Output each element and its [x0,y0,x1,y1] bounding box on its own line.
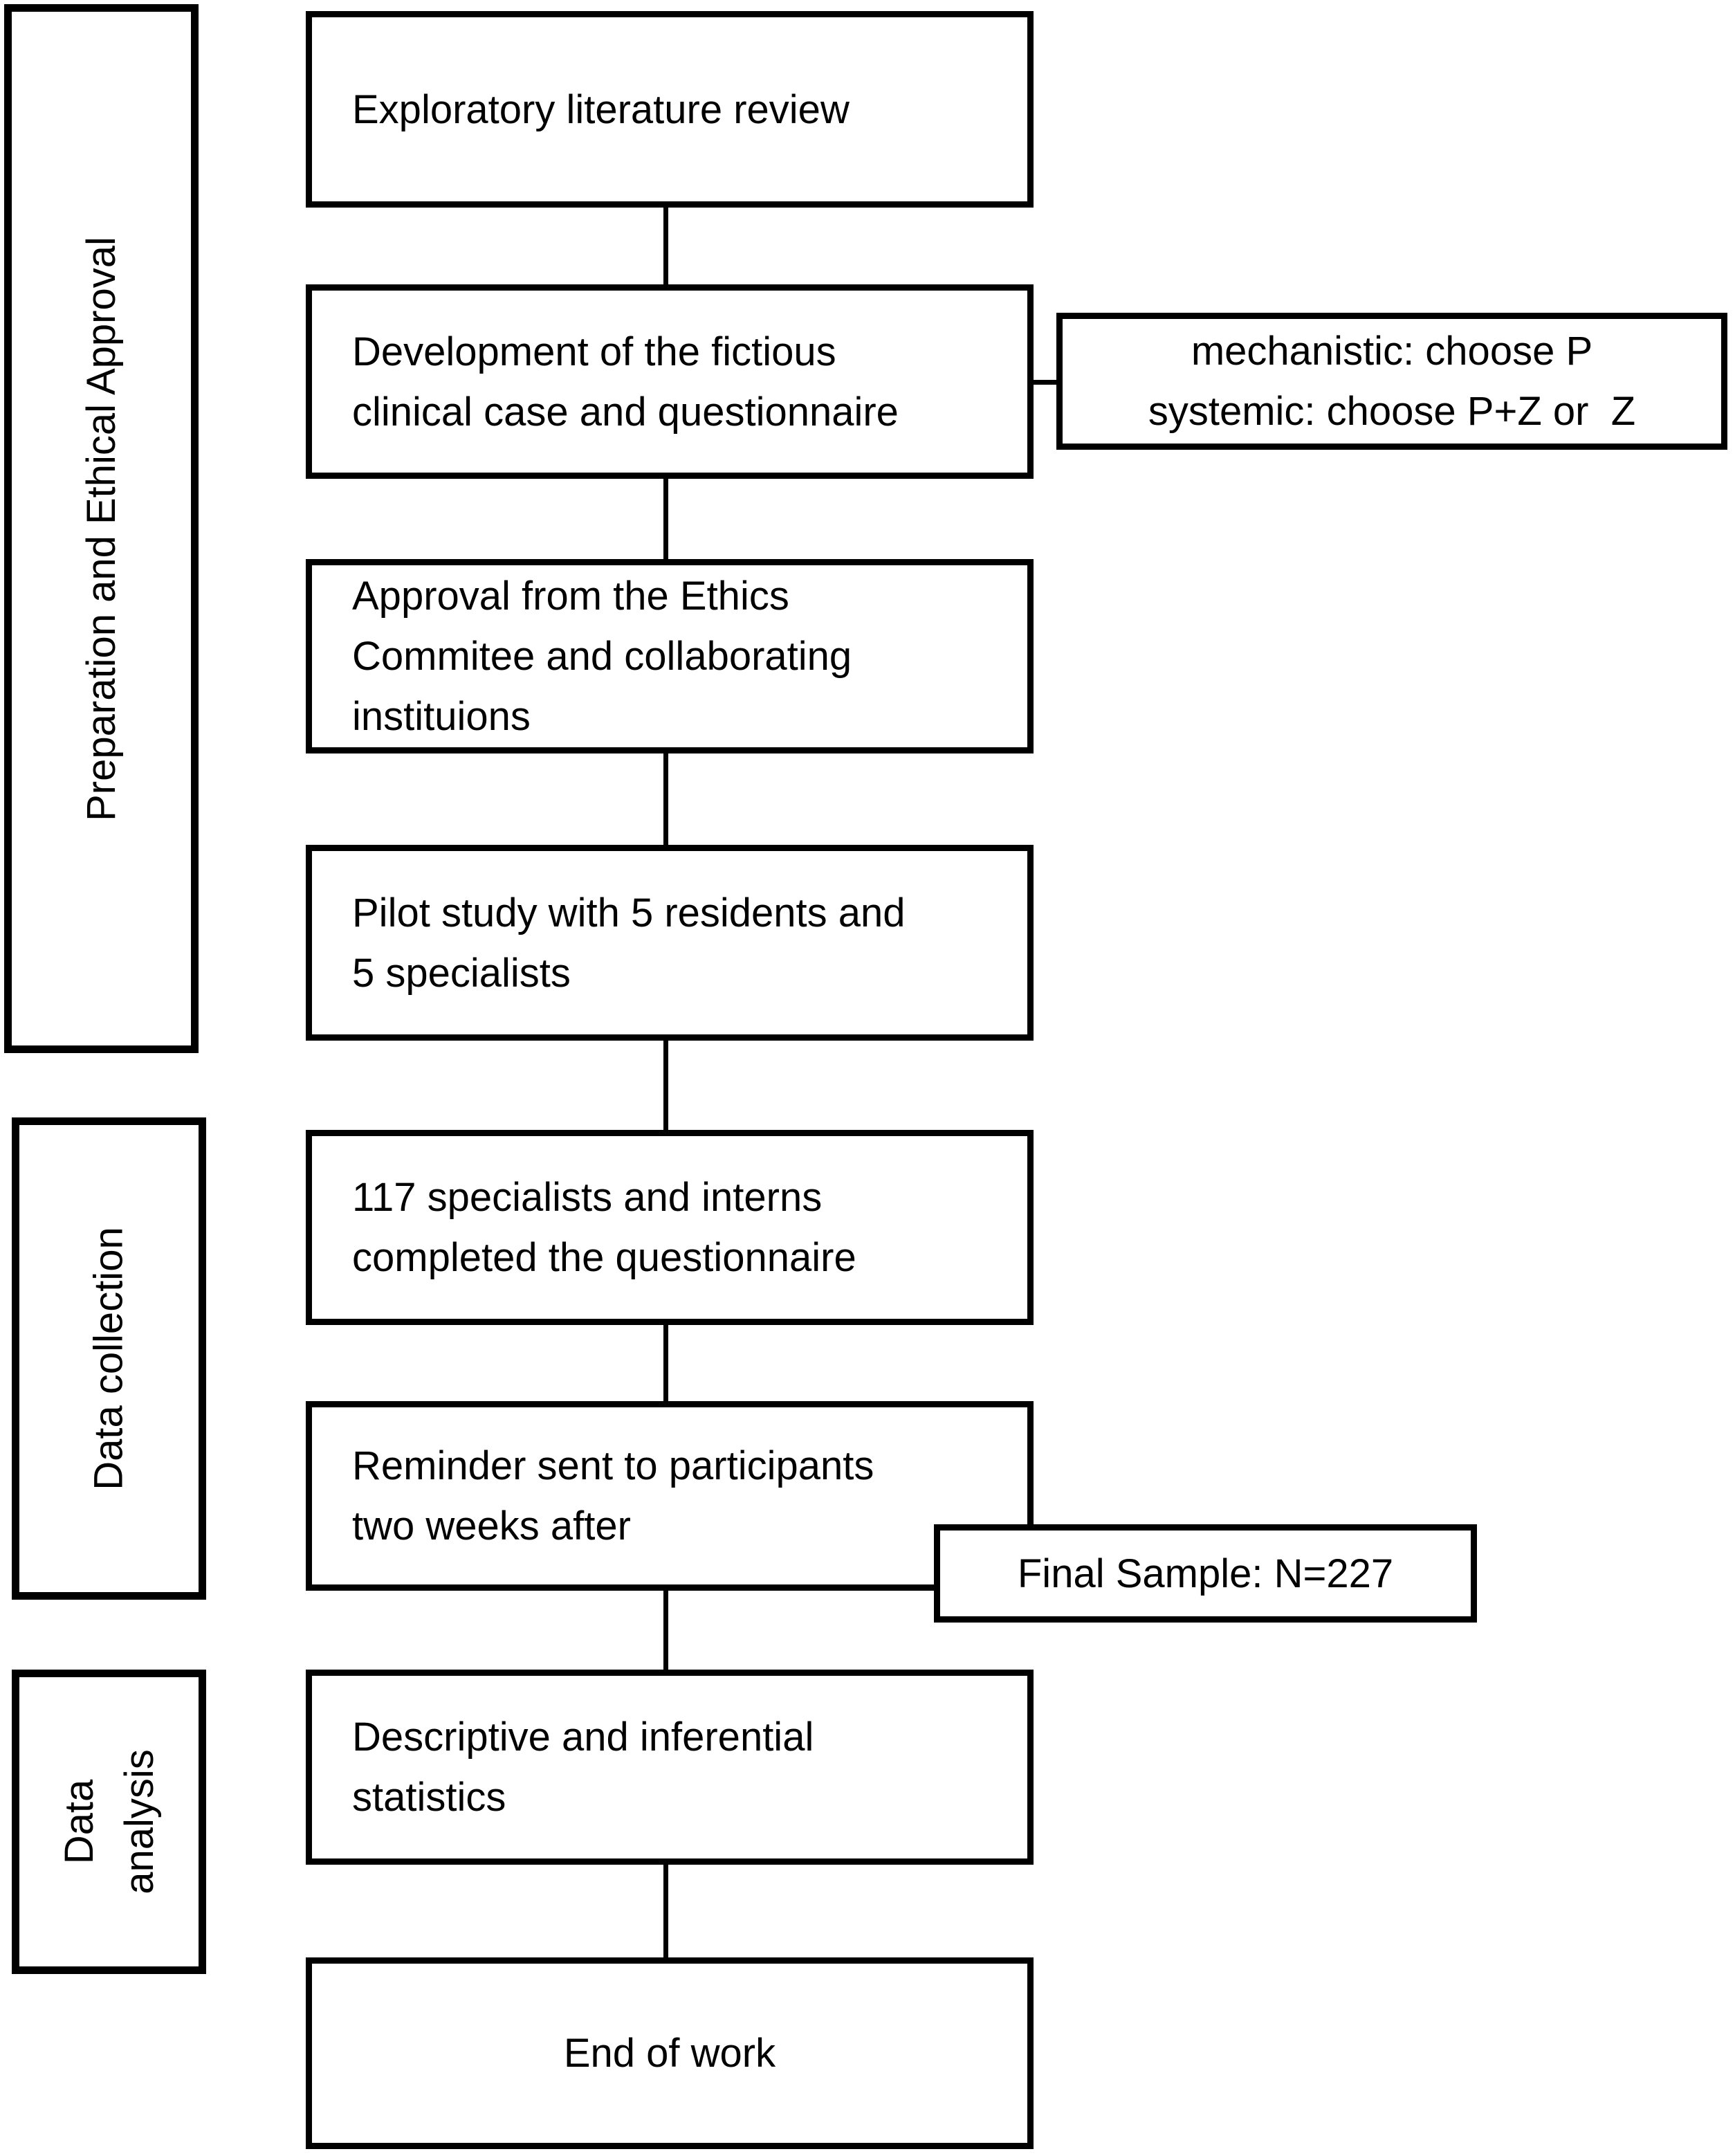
phase-label-data-analysis: Data analysis [56,1749,162,1894]
flow-box-exploratory-literature-review: Exploratory literature review [306,11,1034,208]
phase-label-data-collection: Data collection [86,1227,131,1490]
phase-box-preparation-ethical-approval: Preparation and Ethical Approval [4,4,199,1053]
flow-box-descriptive-inferential-statistics: Descriptive and inferential statistics [306,1670,1034,1865]
annotation-text-final-sample: Final Sample: N=227 [1017,1551,1394,1596]
flow-box-text: Exploratory literature review [352,86,850,132]
connector-step5-step6 [663,1325,668,1401]
annotation-box-case-types: mechanistic: choose P systemic: choose P… [1056,313,1727,450]
flow-box-text: Descriptive and inferential statistics [352,1715,814,1820]
flow-box-text: 117 specialists and interns completed th… [352,1175,856,1280]
flow-box-reminder-sent: Reminder sent to participants two weeks … [306,1401,1034,1591]
connector-step6-step7 [663,1591,668,1670]
flow-box-text: End of work [563,2031,776,2076]
flow-box-development-clinical-case: Development of the fictious clinical cas… [306,284,1034,479]
flow-box-text: Approval from the Ethics Commitee and co… [352,574,852,739]
connector-step1-step2 [663,208,668,284]
flow-box-end-of-work: End of work [306,1957,1034,2149]
annotation-box-final-sample: Final Sample: N=227 [934,1524,1477,1623]
flow-box-text: Pilot study with 5 residents and 5 speci… [352,890,906,996]
annotation-text-case-types: mechanistic: choose P systemic: choose P… [1148,329,1636,434]
connector-step2-step3 [663,479,668,559]
phase-box-data-analysis: Data analysis [12,1670,206,1974]
connector-step3-step4 [663,753,668,845]
flow-box-pilot-study: Pilot study with 5 residents and 5 speci… [306,845,1034,1041]
flow-box-ethics-approval: Approval from the Ethics Commitee and co… [306,559,1034,753]
connector-step7-step8 [663,1865,668,1957]
flow-box-117-completed-questionnaire: 117 specialists and interns completed th… [306,1130,1034,1325]
phase-box-data-collection: Data collection [12,1117,206,1600]
connector-step4-step5 [663,1041,668,1130]
flow-box-text: Development of the fictious clinical cas… [352,329,899,435]
phase-label-preparation-ethical-approval: Preparation and Ethical Approval [79,236,124,821]
connector-step2-annotation [1034,380,1058,385]
flow-box-text: Reminder sent to participants two weeks … [352,1443,874,1549]
